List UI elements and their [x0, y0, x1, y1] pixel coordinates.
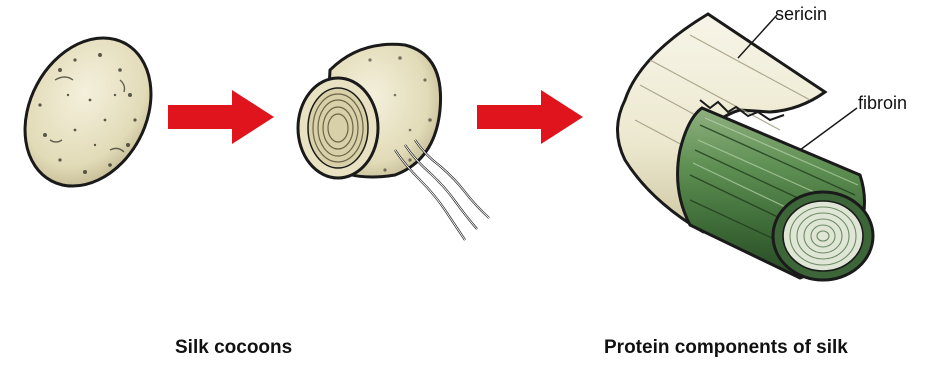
- arrow-right-icon: [477, 90, 583, 144]
- arrow-right-icon: [168, 90, 274, 144]
- sericin-label: sericin: [775, 4, 827, 25]
- fibroin-label: fibroin: [858, 93, 907, 114]
- whole-cocoon: [0, 16, 176, 208]
- silk-cocoons-caption: Silk cocoons: [175, 337, 292, 359]
- open-cocoon: [298, 44, 489, 240]
- protein-components-caption: Protein components of silk: [604, 337, 848, 359]
- silk-fiber-cross-section: [618, 14, 874, 280]
